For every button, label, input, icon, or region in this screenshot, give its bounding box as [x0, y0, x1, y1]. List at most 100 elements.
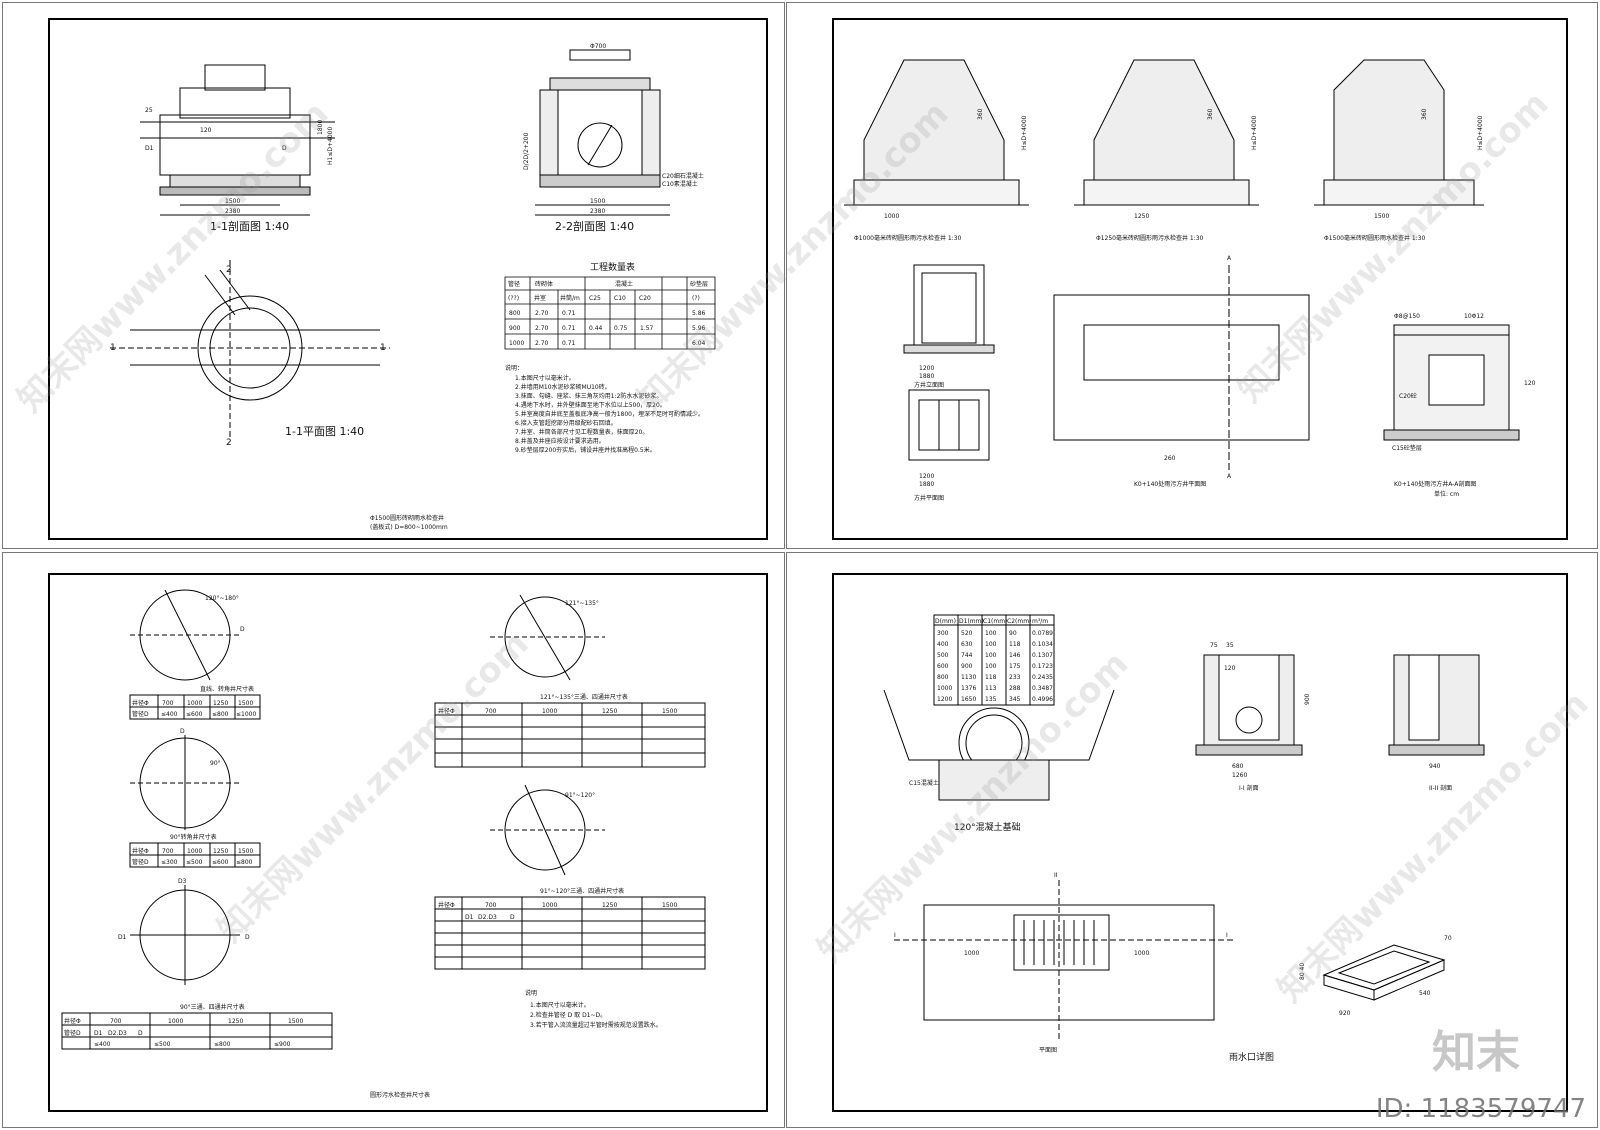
note-9: 9.砂垫层厚200夯实后，铺设井座并找准高程0.5米。	[515, 446, 656, 454]
t1-h1: 700	[162, 700, 174, 707]
bt-r1c0: 400	[937, 641, 949, 648]
bt-r6c3: 345	[1009, 696, 1021, 703]
qty-r2c1: 2.70	[535, 340, 549, 347]
bt-r3c2: 100	[985, 663, 997, 670]
plan-label-1a: 1	[110, 343, 116, 353]
qty-h6: 砂垫层	[690, 280, 708, 288]
t4-grid	[435, 703, 705, 767]
t3-h3: 1250	[228, 1018, 243, 1025]
t1-h0: 井径Φ	[132, 699, 149, 707]
frame-top-left	[2, 2, 785, 549]
inlet-plan	[894, 880, 1234, 1040]
mh1-label-360: 360	[977, 108, 984, 120]
d-label-3: D	[245, 934, 250, 941]
box-plan-1880: 1880	[919, 481, 934, 488]
s1-title: I-I 剖面	[1239, 784, 1259, 792]
sheet-size-tables: 120°~180° D 90° D D3 D1 D 121°~135° 91°~…	[48, 573, 768, 1112]
qty-r2c2: 0.71	[562, 340, 576, 347]
t2-h4: 1500	[238, 848, 253, 855]
qty-s1: 井室	[534, 294, 546, 302]
k0-label-a1: A	[1227, 255, 1232, 262]
t3-h2: 1000	[168, 1018, 183, 1025]
d1-label: D1	[118, 934, 127, 941]
ang-label-4: 91°~120°	[565, 792, 595, 799]
t5-h4: 1500	[662, 902, 677, 909]
qty-h1: 砖砌体	[535, 280, 553, 288]
sec11-label-d: D	[282, 145, 287, 152]
qty-r1c2: 0.71	[562, 325, 576, 332]
bt-r6c0: 1200	[937, 696, 952, 703]
bt-r6c4: 0.4996	[1032, 696, 1053, 703]
s1-900: 900	[1304, 693, 1311, 705]
qty-h0: 管径	[508, 280, 520, 288]
t2-r4: ≤800	[236, 859, 253, 866]
t3-sub2: D2.D3	[108, 1030, 127, 1037]
k0-label-a2: A	[1227, 473, 1232, 480]
k0-c15: C15砼垫层	[1392, 444, 1422, 452]
bt-r6c1: 1650	[961, 696, 976, 703]
drawing-brick-manhole: 25 120 D1 D 1800 H1≤D+4000 1500 2380 1-1…	[110, 43, 766, 531]
d-label-1: D	[240, 626, 245, 633]
sec22-title: 2-2剖面图 1:40	[555, 219, 634, 233]
s1-1260: 1260	[1232, 772, 1247, 779]
plan-label-1b: 1	[380, 343, 386, 353]
qty-r0c0: 800	[509, 310, 521, 317]
t5-grid	[435, 897, 705, 969]
t3-h4: 1500	[288, 1018, 303, 1025]
t5-h0: 井径Φ	[438, 901, 455, 909]
k0-plan-260: 260	[1164, 455, 1176, 462]
t2-h2: 1000	[187, 848, 202, 855]
bl-notes-title: 说明	[525, 989, 537, 997]
bt-h1: D1(mm)	[959, 618, 984, 625]
qty-s4: C10	[614, 295, 626, 302]
image-id: ID: 1183579747	[1375, 1094, 1586, 1124]
t2-h1: 700	[162, 848, 174, 855]
plan-label-2a: 2	[226, 265, 232, 275]
bt-r3c3: 175	[1009, 663, 1021, 670]
inlet-box-3d	[1324, 945, 1444, 1000]
qty-table	[505, 277, 715, 349]
qty-s5: C20	[639, 295, 651, 302]
inlet-section-2	[1389, 655, 1484, 755]
bl-note-3: 3.若干管入流流量超过半管时需按规范设置跌水。	[530, 1021, 662, 1029]
bt-r5c1: 1376	[961, 685, 976, 692]
mh1-label-1000: 1000	[884, 213, 899, 220]
bt-h3: C2(mm)	[1007, 618, 1031, 625]
t1-grid	[130, 695, 260, 719]
box-920: 920	[1339, 1010, 1351, 1017]
t3-h0: 井径Φ	[64, 1017, 81, 1025]
ang-label-1: 120°~180°	[205, 595, 239, 602]
bt-r2c4: 0.1307	[1032, 652, 1053, 659]
bt-r5c3: 288	[1009, 685, 1021, 692]
t3-title: 90°三通、四通井尺寸表	[180, 1003, 245, 1011]
qty-r1c5: 1.57	[640, 325, 654, 332]
qty-s2: 井筒/m	[560, 294, 580, 302]
sec11-label-120: 120	[200, 127, 212, 134]
detail-title: 雨水口详图	[1229, 1051, 1274, 1063]
t4-title: 121°~135°三通、四通井尺寸表	[540, 693, 628, 701]
qty-r1c1: 2.70	[535, 325, 549, 332]
bt-r0c4: 0.0789	[1032, 630, 1053, 637]
sec11-label-1500: 1500	[225, 198, 240, 205]
plan-i-left: I	[894, 932, 896, 939]
mh3-label-h: H≤D+4000	[1477, 115, 1484, 150]
manhole-sections	[844, 60, 1484, 205]
diagram-circles	[130, 590, 605, 985]
mh1-label-h: H≤D+4000	[1021, 115, 1028, 150]
t5-h2: 1000	[542, 902, 557, 909]
sec11-label-d1: D1	[145, 145, 154, 152]
t2-title: 90°转角井尺寸表	[170, 833, 217, 841]
mh2-caption: Φ1250毫米砖砌圆形雨污水检查井 1:30	[1096, 234, 1204, 242]
t2-r3: ≤600	[212, 859, 229, 866]
bt-r1c4: 0.1034	[1032, 641, 1053, 648]
sheet-circular-manholes: 360 360 360 H≤D+4000 H≤D+4000 H≤D+4000 1…	[832, 18, 1568, 540]
mh2-label-360: 360	[1207, 108, 1214, 120]
sec11-label-25: 25	[145, 107, 153, 114]
section-2-2	[535, 50, 670, 215]
bt-r5c2: 113	[985, 685, 997, 692]
t1-r1: ≤400	[161, 711, 178, 718]
plan-label-2b: 2	[226, 438, 232, 448]
s1-75: 75	[1210, 642, 1218, 649]
k0-plan	[1054, 265, 1309, 470]
